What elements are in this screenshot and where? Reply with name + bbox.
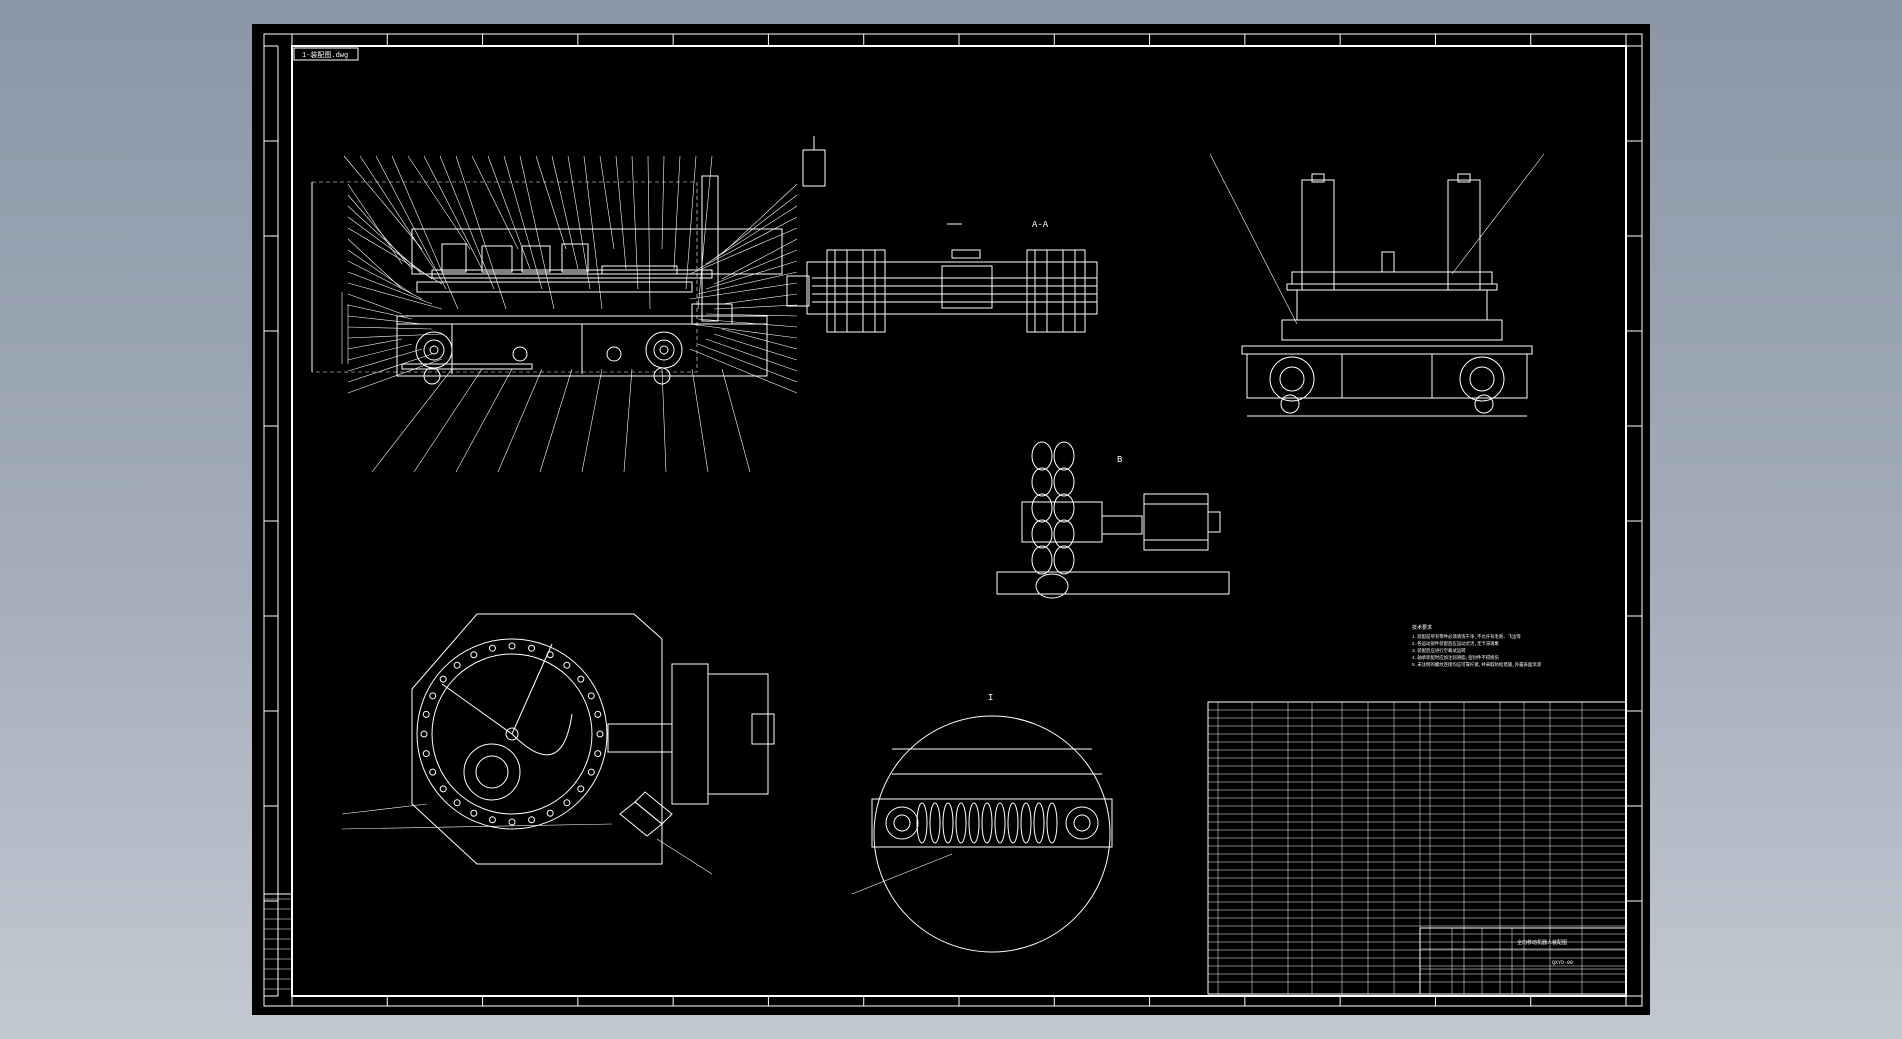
note-line: 4.轴承装配时应加注润滑脂,密封件不得损伤 <box>1412 654 1500 661</box>
view-label: B <box>1117 455 1123 465</box>
zone-ticks <box>264 34 1642 1006</box>
inner-frame <box>291 45 1627 997</box>
detail-label: I <box>988 693 993 703</box>
parts-list <box>1207 701 1627 995</box>
detail-view-i <box>851 715 1113 953</box>
drawing-sheet[interactable]: 1-装配图.dwg A-A B I 技术要求 1.装配前所有零件必须清洗干净,不… <box>252 24 1650 1015</box>
section-label: A-A <box>1032 220 1049 230</box>
front-view <box>311 155 798 473</box>
note-line: 2.各运动部件装配后应运动灵活,无卡滞现象 <box>1412 640 1500 647</box>
binding-strip <box>264 46 292 996</box>
cad-drawing: 1-装配图.dwg A-A B I 技术要求 1.装配前所有零件必须清洗干净,不… <box>263 33 1643 1007</box>
note-line: 3.装配后应进行空载试运转 <box>1412 647 1466 654</box>
title-block <box>1419 927 1627 995</box>
section-view-aa <box>786 136 1098 333</box>
title-tag-box <box>293 47 359 61</box>
top-view-b <box>341 613 775 875</box>
side-view <box>1209 153 1545 417</box>
note-line: 5.未注明的螺纹连接均应可靠拧紧,并采取防松措施,外露表面涂漆 <box>1412 661 1542 668</box>
notes-heading: 技术要求 <box>1412 624 1432 631</box>
wheel-module-view <box>996 441 1230 599</box>
drawing-name: 全向移动机器人装配图 <box>1517 939 1567 946</box>
drawing-number: QXYD-00 <box>1552 960 1573 966</box>
technical-notes: 1.装配前所有零件必须清洗干净,不允许有毛刺、飞边等 2.各运动部件装配后应运动… <box>1412 633 1542 668</box>
note-line: 1.装配前所有零件必须清洗干净,不允许有毛刺、飞边等 <box>1412 633 1522 640</box>
title-tag: 1-装配图.dwg <box>302 50 348 60</box>
outer-frame <box>263 33 1643 1007</box>
